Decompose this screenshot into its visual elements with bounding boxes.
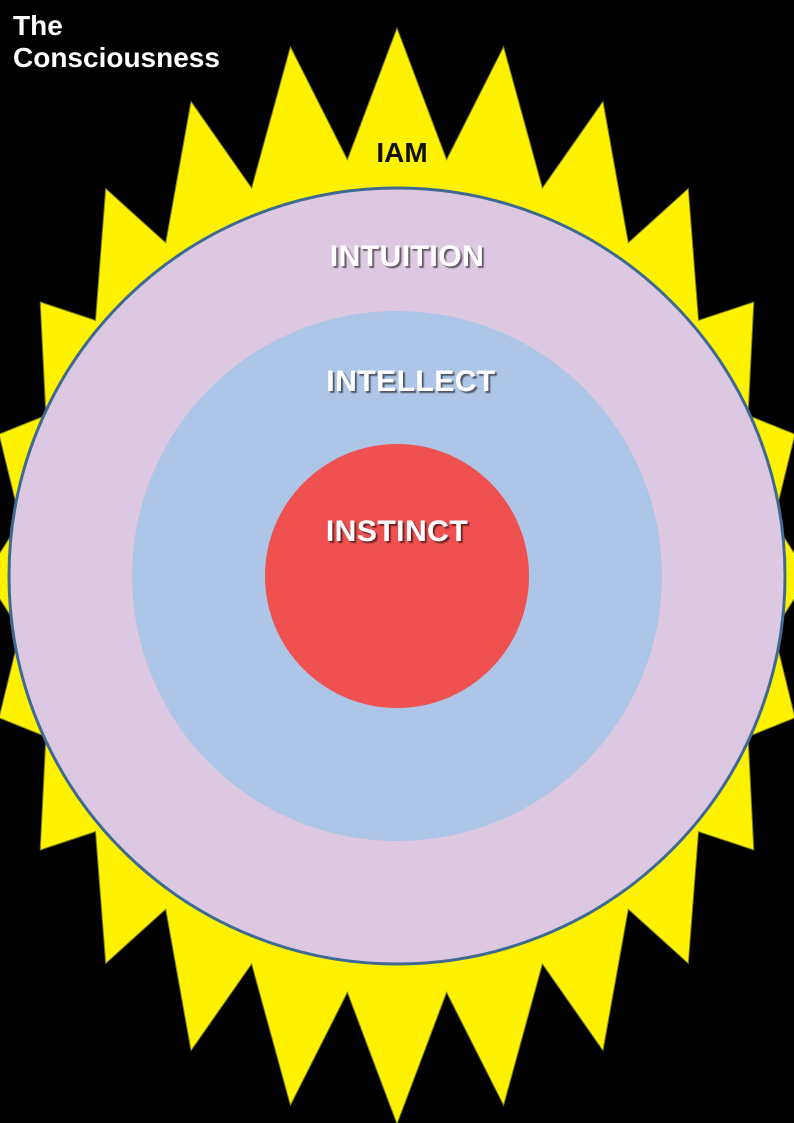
iam-label: IAM <box>376 137 427 168</box>
page-title: The Consciousness <box>13 10 220 74</box>
title-line-2: Consciousness <box>13 42 220 73</box>
title-line-1: The <box>13 10 63 41</box>
instinct-label: INSTINCT <box>326 515 468 548</box>
intuition-label: INTUITION <box>330 240 485 273</box>
instinct-circle <box>265 444 529 708</box>
intellect-label: INTELLECT <box>326 365 496 398</box>
